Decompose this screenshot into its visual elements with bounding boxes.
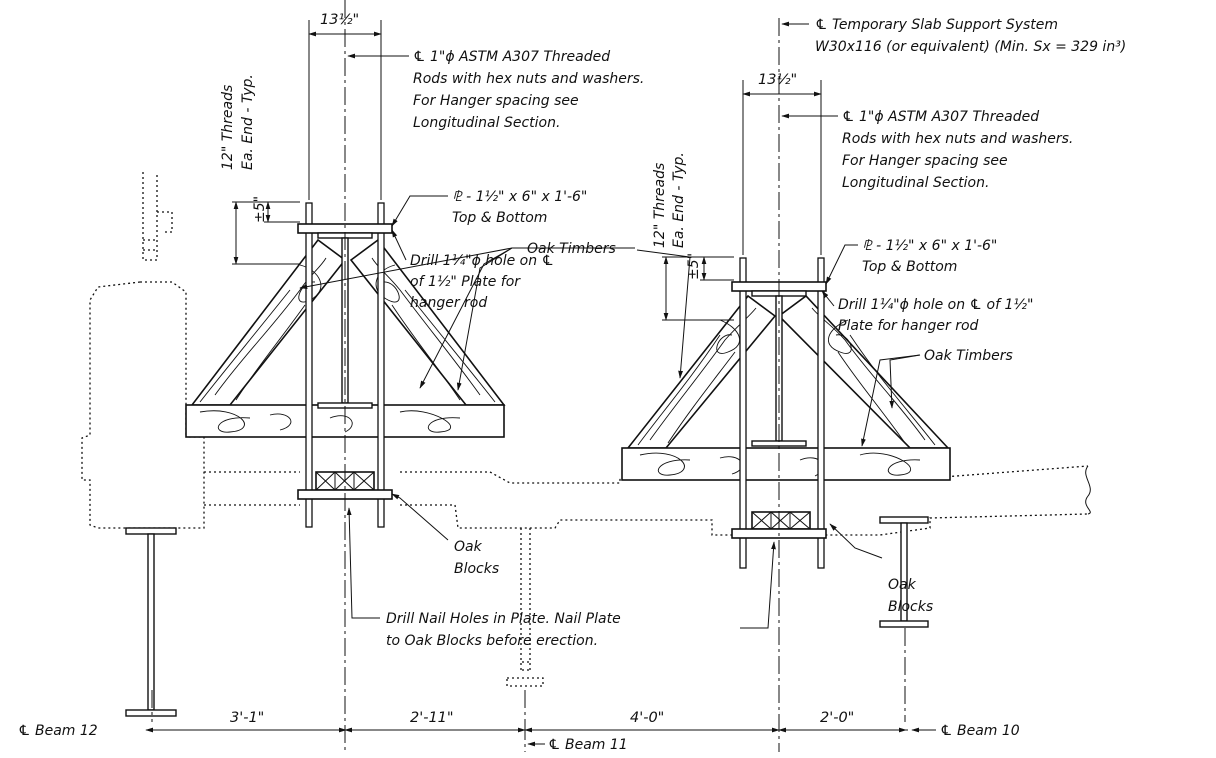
left-rods-label-2: Rods with hex nuts and washers.: [413, 71, 644, 87]
right-rods-label-3: For Hanger spacing see: [842, 153, 1008, 169]
nail-note-line-1: Drill Nail Holes in Plate. Nail Plate: [386, 611, 621, 627]
right-rods-label-4: Longitudinal Section.: [842, 175, 989, 191]
left-oak-blocks-label-1: Oak: [454, 539, 483, 555]
left-width-dimension: 13½": [308, 12, 382, 200]
left-rods-label-3: For Hanger spacing see: [413, 93, 579, 109]
bottom-dimension-string: 3'-1" 2'-11" 4'-0" 2'-0" ℄ Beam 12 ℄ Bea…: [18, 710, 1020, 753]
left-threads-label-2: Ea. End - Typ.: [240, 74, 256, 170]
left-support-assembly: [185, 202, 506, 528]
right-plate-label-1: ⅊ - 1½" x 6" x 1'-6": [862, 238, 997, 254]
right-width-label: 13½": [758, 72, 797, 88]
right-oak-blocks-label-2: Blocks: [888, 599, 933, 615]
deck-slab-outline: [81, 172, 1091, 687]
temp-support-label-1: ℄ Temporary Slab Support System: [815, 17, 1058, 33]
right-plate-label-2: Top & Bottom: [862, 259, 957, 275]
right-threads-label-2: Ea. End - Typ.: [671, 152, 687, 248]
right-rods-label-1: ℄ 1"ϕ ASTM A307 Threaded: [842, 109, 1039, 125]
right-thread-dimension: 12" Threads Ea. End - Typ. ±5": [652, 152, 734, 321]
left-width-label: 13½": [320, 12, 359, 28]
beam-10-label: ℄ Beam 10: [940, 723, 1020, 739]
right-width-dimension: 13½": [742, 72, 822, 255]
right-hanger-rod-a: [739, 257, 747, 569]
left-hanger-rod-a: [305, 202, 313, 528]
center-lines: [151, 0, 906, 752]
left-plate-label-1: ⅊ - 1½" x 6" x 1'-6": [452, 189, 587, 205]
leader-lines: [299, 21, 921, 629]
right-rods-label-2: Rods with hex nuts and washers.: [842, 131, 1073, 147]
left-oak-blocks-label-2: Blocks: [454, 561, 499, 577]
left-hanger-rod-b: [377, 202, 385, 528]
dim-label-3: 4'-0": [630, 710, 664, 726]
right-support-assembly: [621, 257, 951, 569]
beam-10-section: [879, 516, 929, 628]
nail-note-line-2: to Oak Blocks before erection.: [386, 633, 598, 649]
right-drill-label-1: Drill 1¼"ϕ hole on ℄ of 1½": [838, 297, 1033, 313]
beam-12-label: ℄ Beam 12: [18, 723, 98, 739]
temp-support-label-2: W30x116 (or equivalent) (Min. Sx = 329 i…: [815, 39, 1126, 55]
annotation-labels: ℄ Temporary Slab Support System W30x116 …: [386, 17, 1126, 649]
right-oak-blocks-label-1: Oak: [888, 577, 917, 593]
left-rods-label-4: Longitudinal Section.: [413, 115, 560, 131]
dim-label-4: 2'-0": [820, 710, 854, 726]
left-rods-label-1: ℄ 1"ϕ ASTM A307 Threaded: [413, 49, 610, 65]
left-oak-timbers-label: Oak Timbers: [527, 241, 616, 257]
left-drill-label-1: Drill 1¼"ϕ hole on ℄: [410, 253, 554, 269]
left-oak-timber-diagonal-a: [190, 238, 347, 406]
left-drill-label-2: of 1½" Plate for: [410, 274, 521, 290]
dim-label-2: 2'-11": [410, 710, 454, 726]
left-drill-label-3: hanger rod: [410, 295, 487, 311]
left-threads-label: 12" Threads: [220, 85, 236, 170]
left-plus5-label: ±5": [252, 196, 268, 223]
right-oak-timbers-label: Oak Timbers: [924, 348, 1013, 364]
right-oak-blocks: [751, 511, 811, 530]
beam-12-section: [125, 527, 177, 717]
left-plate-label-2: Top & Bottom: [452, 210, 547, 226]
left-thread-dimension: 12" Threads Ea. End - Typ. ±5": [220, 74, 300, 265]
beam-11-label: ℄ Beam 11: [548, 737, 628, 753]
right-hanger-rod-b: [817, 257, 825, 569]
right-drill-label-2: Plate for hanger rod: [838, 318, 979, 334]
dim-label-1: 3'-1": [230, 710, 264, 726]
right-threads-label: 12" Threads: [652, 163, 668, 248]
